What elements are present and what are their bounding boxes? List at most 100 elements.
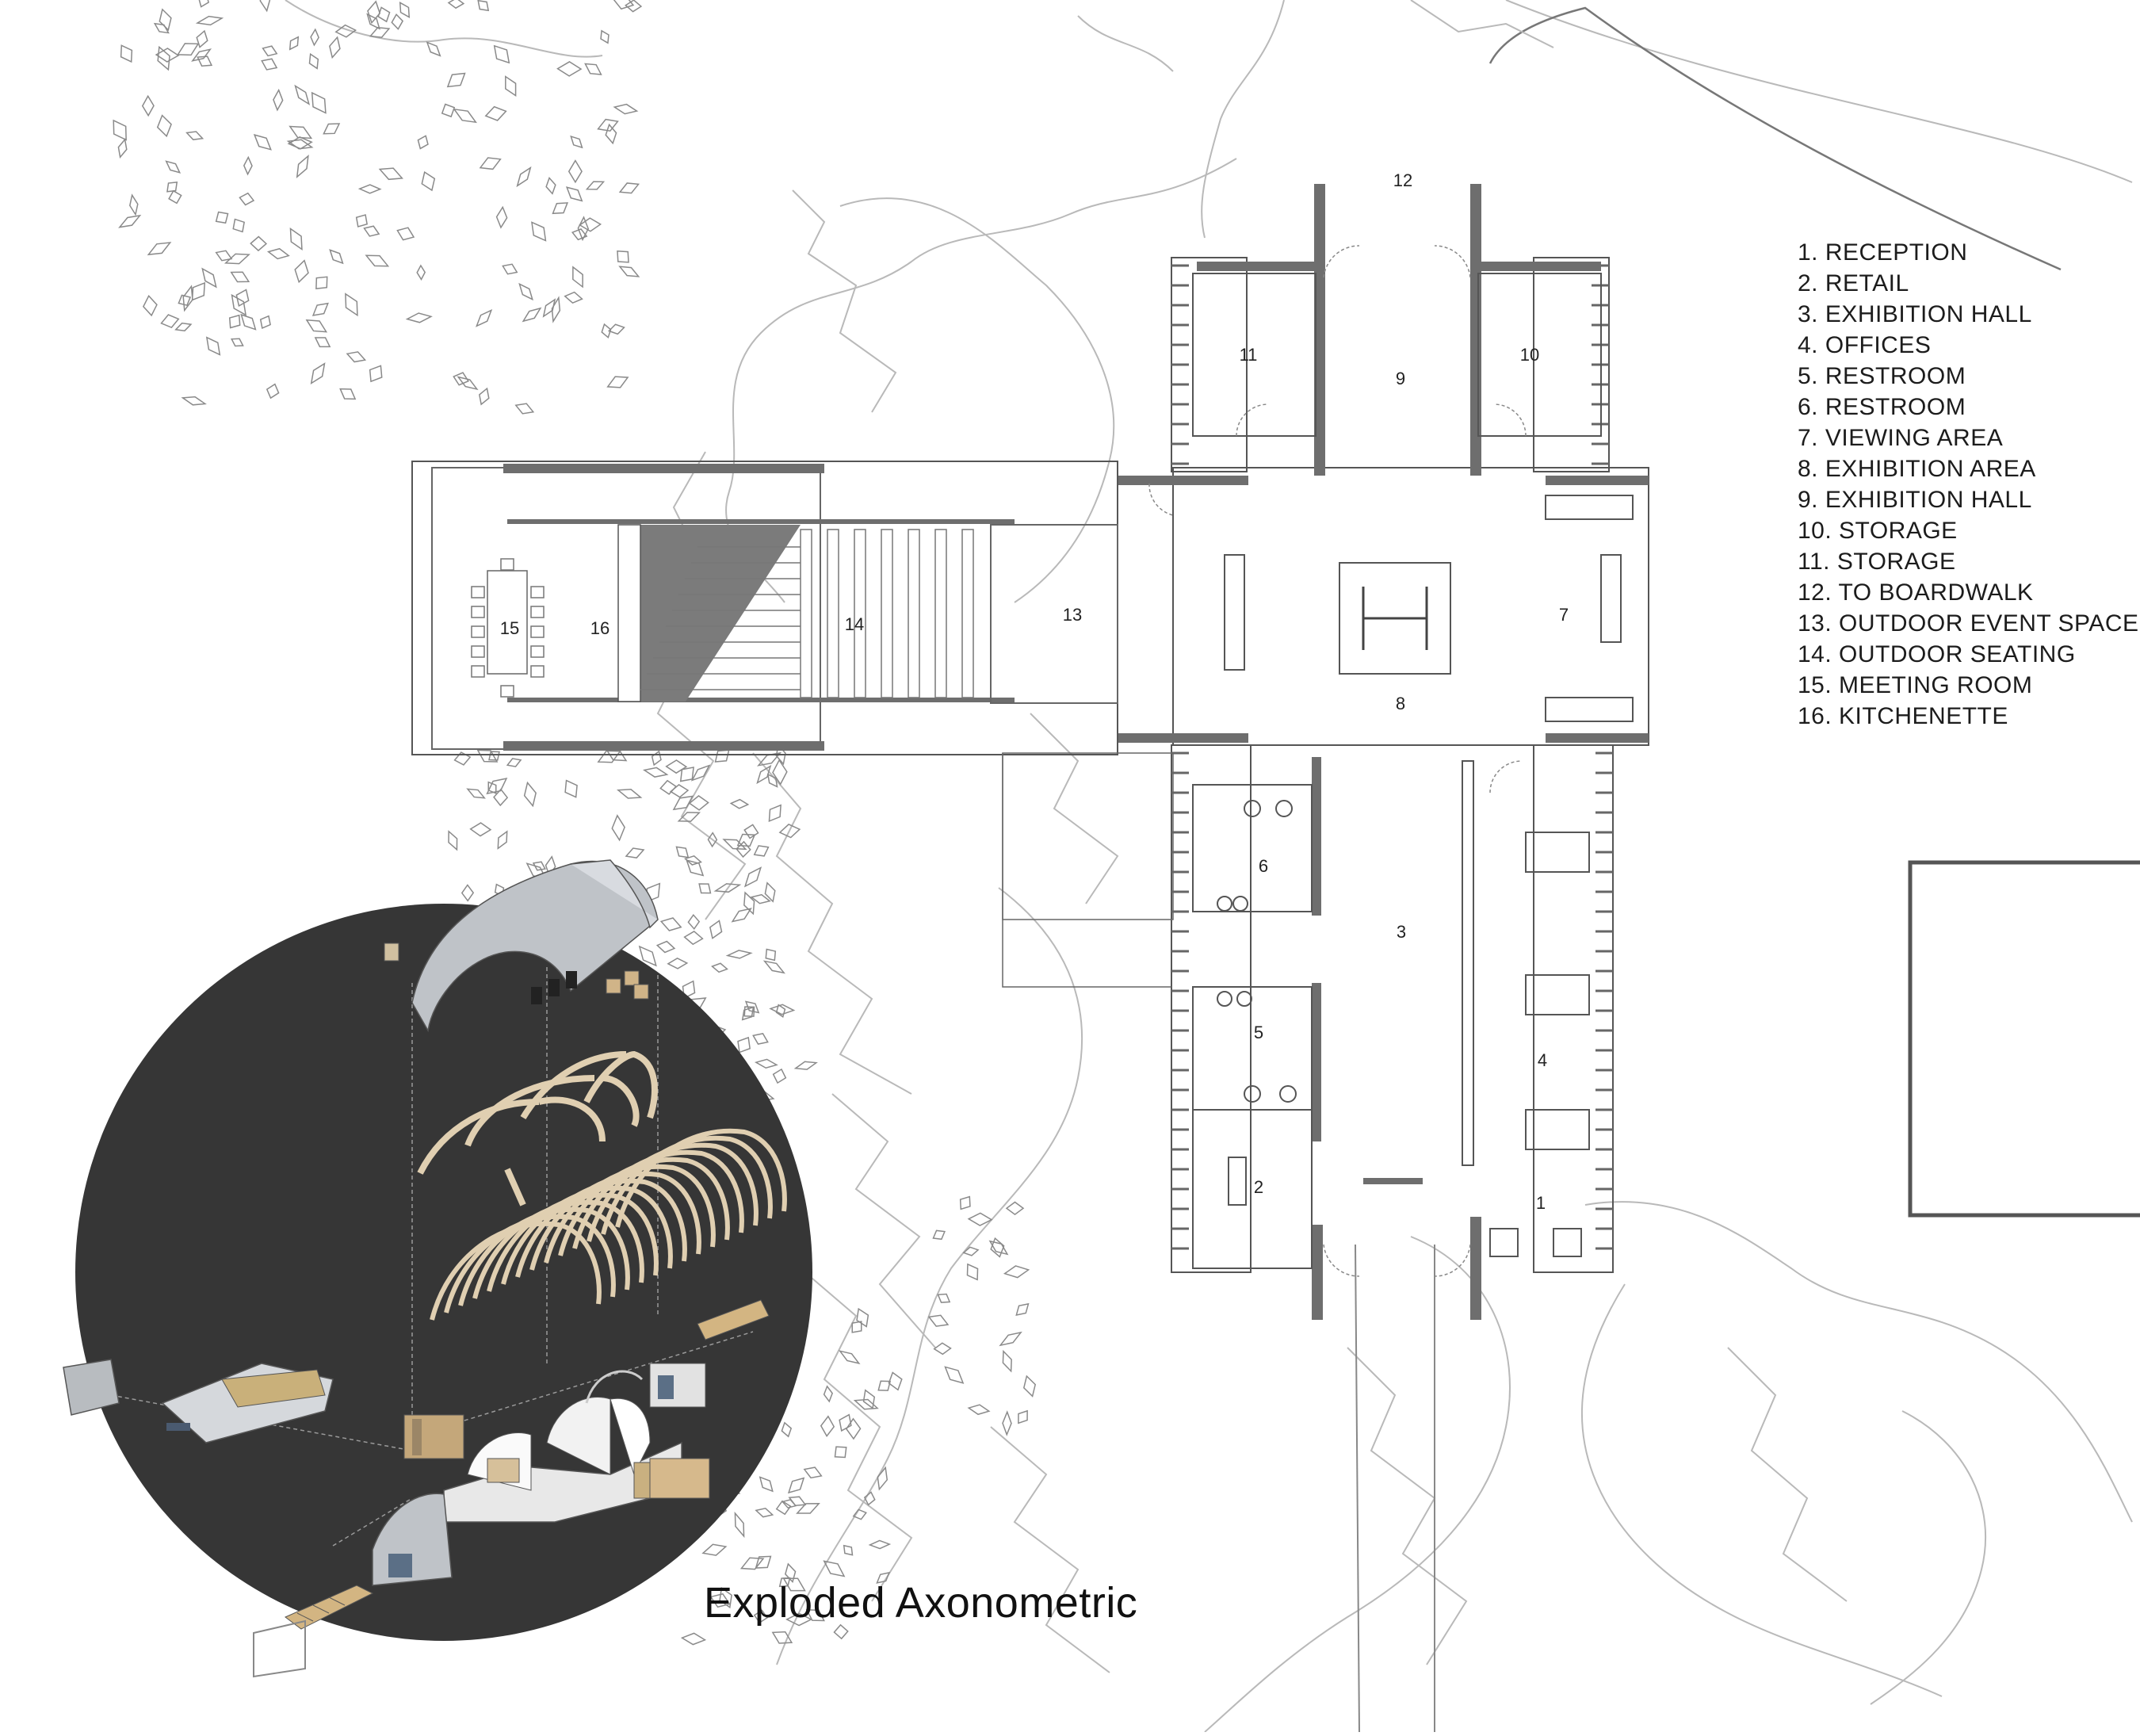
leaf-mark (927, 1314, 950, 1327)
leaf-mark (690, 764, 711, 782)
neighbor-building (1908, 860, 2140, 1218)
meeting-chair (471, 586, 485, 598)
room-label-10: 10 (1520, 345, 1539, 365)
leaf-mark (743, 891, 755, 916)
leaf-mark (597, 118, 619, 132)
room-label-12: 12 (1393, 170, 1412, 190)
leaf-mark (597, 750, 621, 763)
leaf-mark (486, 778, 508, 795)
leaf-mark (1018, 1409, 1028, 1424)
leaf-mark (967, 1404, 991, 1416)
leaf-mark (323, 123, 341, 135)
leaf-mark (752, 1032, 769, 1046)
leaf-mark (477, 0, 490, 12)
leaf-mark (177, 43, 200, 56)
leaf-mark (853, 1398, 879, 1410)
meeting-chair (530, 665, 545, 678)
leaf-mark (616, 789, 643, 799)
leaf-mark (417, 135, 429, 150)
leaf-mark (523, 781, 537, 808)
leaf-mark (672, 795, 694, 811)
leaf-mark (775, 1004, 786, 1018)
leaf-mark (453, 108, 477, 124)
leaf-mark (734, 1511, 745, 1539)
leaf-mark (736, 840, 751, 858)
leaf-mark (551, 296, 561, 323)
leaf-mark (567, 159, 583, 184)
legend-item: 10. STORAGE (1798, 518, 1958, 544)
leaf-mark (778, 824, 801, 839)
leaf-mark (625, 0, 643, 13)
room-number-labels: 1 2 3 4 5 6 7 8 9 10 11 12 13 14 15 16 (500, 170, 1569, 1213)
leaf-mark (606, 376, 629, 388)
leaf-mark (243, 155, 253, 176)
leaf-mark (518, 282, 533, 301)
leaf-mark (399, 1, 411, 19)
leaf-mark (493, 44, 510, 64)
seating-step (800, 529, 812, 698)
legend-item: 3. EXHIBITION HALL (1798, 301, 2032, 327)
axo-lower-shell (253, 1299, 770, 1678)
leaf-mark (863, 1491, 876, 1506)
leaf-mark (719, 1586, 732, 1609)
leaf-mark (564, 291, 583, 304)
shell-rib (544, 1164, 716, 1264)
leaf-mark (329, 249, 344, 265)
leaf-mark (775, 1500, 792, 1516)
leaf-mark (932, 1229, 946, 1241)
leaf-mark (197, 55, 213, 67)
leaf-mark (289, 36, 300, 51)
axo-ribbed-shell (430, 1128, 787, 1321)
leaf-mark (618, 182, 640, 194)
leaf-mark (446, 72, 466, 88)
leaf-mark (185, 131, 204, 140)
leaf-mark (118, 214, 142, 228)
leaf-mark (584, 63, 602, 75)
legend-item: 1. RECEPTION (1798, 239, 1967, 266)
shell-rib (430, 1221, 602, 1321)
leaf-mark (479, 387, 490, 406)
leaf-mark (877, 1380, 892, 1391)
leaf-mark (120, 44, 133, 63)
leaf-mark (391, 13, 404, 30)
leaf-mark (838, 1350, 861, 1365)
leaf-mark (215, 211, 229, 224)
meeting-chair (471, 645, 485, 658)
leaf-mark (545, 177, 556, 195)
leaf-mark (253, 134, 272, 151)
leaf-mark (707, 832, 718, 848)
leaf-mark (736, 833, 756, 847)
leaf-mark (805, 1609, 825, 1622)
leaf-mark (542, 298, 556, 318)
leaf-mark (289, 227, 303, 251)
leaf-mark (191, 281, 206, 301)
leaf-mark (365, 254, 390, 267)
meeting-chair (530, 586, 545, 598)
leaf-mark (585, 181, 606, 190)
legend-item: 4. OFFICES (1798, 332, 1931, 358)
leaf-mark (722, 839, 747, 851)
leaf-mark (714, 749, 730, 763)
leaf-mark (196, 29, 208, 48)
leaf-mark (852, 1508, 867, 1520)
leaf-mark (713, 883, 742, 893)
leaf-mark (851, 1321, 862, 1333)
leaf-mark (310, 362, 326, 385)
legend-item: 6. RESTROOM (1798, 394, 1966, 420)
leaf-mark (165, 160, 182, 174)
leaf-mark (447, 0, 465, 10)
leaf-mark (888, 1371, 903, 1391)
leaf-mark (441, 103, 456, 118)
seating-step (827, 529, 839, 698)
leaf-mark (378, 167, 403, 181)
leaf-mark (698, 883, 712, 894)
leaf-mark (334, 24, 357, 38)
leaf-mark (607, 323, 625, 335)
shell-rib (487, 1192, 659, 1292)
leaf-mark (273, 88, 284, 112)
boardwalk-lines (1355, 1244, 1435, 1733)
leaf-mark (769, 1004, 796, 1015)
leaf-mark (709, 1593, 731, 1608)
